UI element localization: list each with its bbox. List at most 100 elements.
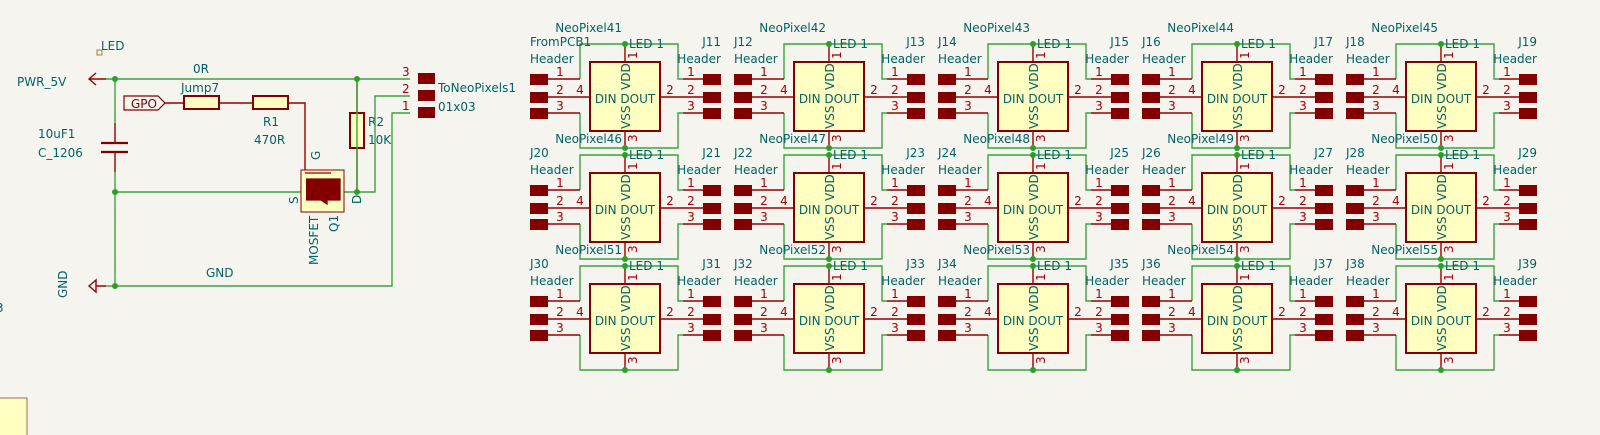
header-pad-2[interactable] xyxy=(530,92,548,103)
header-pad-3[interactable] xyxy=(1111,219,1129,230)
header-pad-2[interactable] xyxy=(1142,203,1160,214)
header-pad-1[interactable] xyxy=(938,74,956,85)
header-pad-1[interactable] xyxy=(1346,74,1364,85)
header-pad-2[interactable] xyxy=(1346,92,1364,103)
header-pad-1[interactable] xyxy=(1111,74,1129,85)
header-pad-1[interactable] xyxy=(703,74,721,85)
neopixel-NeoPixel42[interactable] xyxy=(793,61,865,132)
header-pad-2[interactable] xyxy=(1111,314,1129,325)
header-pad-3[interactable] xyxy=(734,108,752,119)
neopixel-NeoPixel41[interactable] xyxy=(589,61,661,132)
header-pad-2[interactable] xyxy=(734,92,752,103)
header-pad-1[interactable] xyxy=(530,296,548,307)
neopixel-NeoPixel48[interactable] xyxy=(997,172,1069,243)
header-pad-3[interactable] xyxy=(1346,108,1364,119)
header-pad-2[interactable] xyxy=(703,314,721,325)
header-pad-3[interactable] xyxy=(703,219,721,230)
header-pad-3[interactable] xyxy=(530,330,548,341)
header-pad-2[interactable] xyxy=(907,203,925,214)
header-pad-2[interactable] xyxy=(1315,314,1333,325)
header-pad-1[interactable] xyxy=(1111,296,1129,307)
header-pad-2[interactable] xyxy=(1519,203,1537,214)
header-pad-1[interactable] xyxy=(1142,185,1160,196)
connector-pad-3[interactable] xyxy=(418,73,435,84)
header-pad-2[interactable] xyxy=(734,203,752,214)
header-pad-1[interactable] xyxy=(1519,185,1537,196)
header-pad-3[interactable] xyxy=(938,330,956,341)
header-pad-2[interactable] xyxy=(938,314,956,325)
header-pad-3[interactable] xyxy=(1142,108,1160,119)
header-pad-1[interactable] xyxy=(1346,296,1364,307)
neopixel-NeoPixel44[interactable] xyxy=(1201,61,1273,132)
header-pad-2[interactable] xyxy=(703,203,721,214)
header-pad-3[interactable] xyxy=(1315,330,1333,341)
header-pad-1[interactable] xyxy=(907,296,925,307)
header-pad-1[interactable] xyxy=(1315,296,1333,307)
header-pad-3[interactable] xyxy=(1315,108,1333,119)
header-pad-2[interactable] xyxy=(1519,314,1537,325)
header-pad-3[interactable] xyxy=(530,219,548,230)
neopixel-NeoPixel54[interactable] xyxy=(1201,283,1273,354)
header-pad-2[interactable] xyxy=(530,314,548,325)
header-pad-3[interactable] xyxy=(907,108,925,119)
neopixel-NeoPixel55[interactable] xyxy=(1405,283,1477,354)
header-pad-1[interactable] xyxy=(938,296,956,307)
connector-pad-1[interactable] xyxy=(418,107,435,118)
neopixel-NeoPixel51[interactable] xyxy=(589,283,661,354)
connector-pad-2[interactable] xyxy=(418,90,435,101)
header-pad-2[interactable] xyxy=(907,314,925,325)
neopixel-NeoPixel53[interactable] xyxy=(997,283,1069,354)
header-pad-3[interactable] xyxy=(907,219,925,230)
r1-resistor[interactable] xyxy=(252,95,289,110)
header-pad-2[interactable] xyxy=(938,92,956,103)
header-pad-3[interactable] xyxy=(734,219,752,230)
header-pad-1[interactable] xyxy=(1315,74,1333,85)
header-pad-2[interactable] xyxy=(1519,92,1537,103)
header-pad-1[interactable] xyxy=(938,185,956,196)
neopixel-NeoPixel52[interactable] xyxy=(793,283,865,354)
header-pad-1[interactable] xyxy=(1111,185,1129,196)
header-pad-2[interactable] xyxy=(907,92,925,103)
header-pad-2[interactable] xyxy=(1346,314,1364,325)
header-pad-3[interactable] xyxy=(1111,108,1129,119)
header-pad-1[interactable] xyxy=(1315,185,1333,196)
header-pad-2[interactable] xyxy=(1315,203,1333,214)
header-pad-2[interactable] xyxy=(1142,314,1160,325)
header-pad-3[interactable] xyxy=(1346,219,1364,230)
header-pad-2[interactable] xyxy=(1111,203,1129,214)
header-pad-3[interactable] xyxy=(1315,219,1333,230)
header-pad-1[interactable] xyxy=(1142,74,1160,85)
header-pad-1[interactable] xyxy=(530,185,548,196)
neopixel-NeoPixel50[interactable] xyxy=(1405,172,1477,243)
neopixel-NeoPixel43[interactable] xyxy=(997,61,1069,132)
header-pad-3[interactable] xyxy=(530,108,548,119)
header-pad-3[interactable] xyxy=(938,219,956,230)
header-pad-1[interactable] xyxy=(1346,185,1364,196)
header-pad-3[interactable] xyxy=(907,330,925,341)
header-pad-1[interactable] xyxy=(1519,74,1537,85)
header-pad-1[interactable] xyxy=(734,74,752,85)
header-pad-2[interactable] xyxy=(530,203,548,214)
header-pad-2[interactable] xyxy=(1346,203,1364,214)
header-pad-3[interactable] xyxy=(1111,330,1129,341)
header-pad-2[interactable] xyxy=(1111,92,1129,103)
header-pad-3[interactable] xyxy=(703,108,721,119)
jumper-resistor[interactable] xyxy=(183,95,220,110)
header-pad-2[interactable] xyxy=(1315,92,1333,103)
header-pad-3[interactable] xyxy=(938,108,956,119)
header-pad-3[interactable] xyxy=(1519,108,1537,119)
header-pad-3[interactable] xyxy=(1346,330,1364,341)
header-pad-2[interactable] xyxy=(1142,92,1160,103)
header-pad-3[interactable] xyxy=(703,330,721,341)
neopixel-NeoPixel47[interactable] xyxy=(793,172,865,243)
header-pad-1[interactable] xyxy=(530,74,548,85)
header-pad-1[interactable] xyxy=(734,185,752,196)
header-pad-3[interactable] xyxy=(1519,330,1537,341)
neopixel-NeoPixel49[interactable] xyxy=(1201,172,1273,243)
header-pad-2[interactable] xyxy=(734,314,752,325)
neopixel-NeoPixel45[interactable] xyxy=(1405,61,1477,132)
header-pad-2[interactable] xyxy=(703,92,721,103)
header-pad-1[interactable] xyxy=(1519,296,1537,307)
header-pad-3[interactable] xyxy=(1142,219,1160,230)
offscreen-symbol[interactable] xyxy=(0,397,28,435)
